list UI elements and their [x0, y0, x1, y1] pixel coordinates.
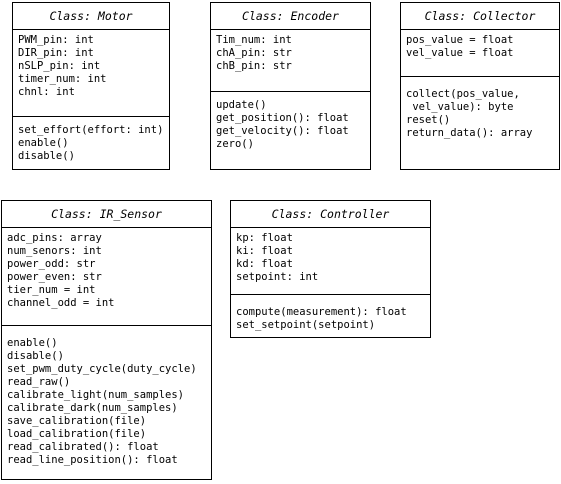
attribute: power_even: str [7, 271, 102, 283]
class-title: Class: Collector [401, 3, 559, 30]
attribute: timer_num: int [18, 73, 107, 85]
attribute: vel_value = float [406, 47, 514, 59]
class-title: Class: Motor [13, 3, 169, 30]
methods-section: set_effort(effort: int) enable() disable… [13, 117, 169, 163]
class-title: Class: Controller [231, 201, 430, 228]
attribute: chA_pin: str [216, 47, 292, 59]
class-encoder: Class: Encoder Tim_num: int chA_pin: str… [210, 2, 371, 170]
method: set_effort(effort: int) [18, 124, 164, 136]
attribute: power_odd: str [7, 258, 96, 270]
attribute: num_senors: int [7, 245, 102, 257]
method: save_calibration(file) [7, 415, 147, 427]
attribute: DIR_pin: int [18, 47, 94, 59]
method: return_data(): array [406, 127, 533, 139]
methods-section: update() get_position(): float get_veloc… [211, 92, 370, 151]
attribute: chnl: int [18, 86, 75, 98]
method: reset() [406, 114, 451, 126]
attributes-section: kp: float ki: float kd: float setpoint: … [231, 228, 430, 295]
method: read_raw() [7, 376, 71, 388]
method: disable() [7, 350, 64, 362]
class-title: Class: Encoder [211, 3, 370, 30]
method: vel_value): byte [406, 101, 514, 113]
method: calibrate_light(num_samples) [7, 389, 185, 401]
attribute: kp: float [236, 232, 293, 244]
method: disable() [18, 150, 75, 162]
attribute: kd: float [236, 258, 293, 270]
method: set_pwm_duty_cycle(duty_cycle) [7, 363, 197, 375]
methods-section: compute(measurement): float set_setpoint… [231, 295, 430, 332]
attributes-section: adc_pins: array num_senors: int power_od… [2, 228, 211, 326]
attribute: adc_pins: array [7, 232, 102, 244]
method: read_calibrated(): float [7, 441, 159, 453]
attribute: nSLP_pin: int [18, 60, 101, 72]
attribute: tier_num = int [7, 284, 96, 296]
method: enable() [7, 337, 58, 349]
attribute: ki: float [236, 245, 293, 257]
method: enable() [18, 137, 69, 149]
class-ir-sensor: Class: IR_Sensor adc_pins: array num_sen… [1, 200, 212, 480]
attribute: chB_pin: str [216, 60, 292, 72]
method: get_position(): float [216, 112, 349, 124]
method: calibrate_dark(num_samples) [7, 402, 178, 414]
class-motor: Class: Motor PWM_pin: int DIR_pin: int n… [12, 2, 170, 170]
method: set_setpoint(setpoint) [236, 319, 376, 331]
attribute: Tim_num: int [216, 34, 292, 46]
method: update() [216, 99, 267, 111]
attribute: PWM_pin: int [18, 34, 94, 46]
methods-section: enable() disable() set_pwm_duty_cycle(du… [2, 326, 211, 467]
method: get_velocity(): float [216, 125, 349, 137]
method: load_calibration(file) [7, 428, 147, 440]
class-title: Class: IR_Sensor [2, 201, 211, 228]
method: compute(measurement): float [236, 306, 407, 318]
attributes-section: PWM_pin: int DIR_pin: int nSLP_pin: int … [13, 30, 169, 117]
method: collect(pos_value, [406, 88, 520, 100]
attributes-section: pos_value = float vel_value = float [401, 30, 559, 77]
attribute: channel_odd = int [7, 297, 115, 309]
class-controller: Class: Controller kp: float ki: float kd… [230, 200, 431, 338]
attribute: setpoint: int [236, 271, 319, 283]
method: read_line_position(): float [7, 454, 178, 466]
attributes-section: Tim_num: int chA_pin: str chB_pin: str [211, 30, 370, 92]
class-collector: Class: Collector pos_value = float vel_v… [400, 2, 560, 170]
attribute: pos_value = float [406, 34, 514, 46]
methods-section: collect(pos_value, vel_value): byte rese… [401, 77, 559, 140]
method: zero() [216, 138, 254, 150]
